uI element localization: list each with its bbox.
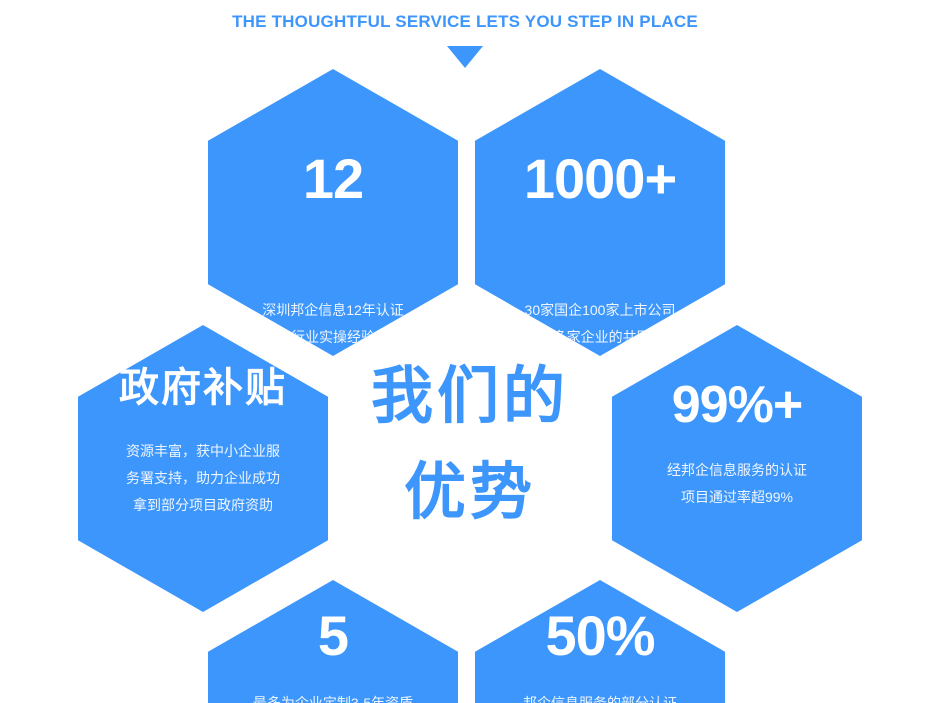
center-title-line2: 优势	[403, 458, 536, 527]
hex-cell-4-description: 经邦企信息服务的认证项目通过率超99%	[667, 462, 807, 505]
hex-cell-1-number: 12	[302, 147, 364, 210]
hex-cell-4-number: 99%+	[671, 376, 803, 434]
hex-cell-1: 12 深圳邦企信息12年认证行业实操经验	[208, 69, 458, 356]
hex-cell-6-number: 50%	[545, 604, 655, 667]
hex-cell-6: 50% 邦企信息服务的部分认证	[475, 580, 725, 703]
hex-cell-3-title: 政府补贴	[119, 366, 287, 410]
hex-cell-5-number: 5	[317, 604, 349, 667]
center-title: 我们的 优势	[340, 352, 600, 538]
triangle-down-icon	[447, 46, 483, 68]
page-headline: THE THOUGHTFUL SERVICE LETS YOU STEP IN …	[232, 12, 698, 31]
hex-cell-1-description: 深圳邦企信息12年认证行业实操经验	[262, 302, 404, 345]
hex-cell-5: 5 最多为企业定制3-5年资质	[208, 580, 458, 703]
hex-cell-4: 99%+ 经邦企信息服务的认证项目通过率超99%	[612, 325, 862, 612]
hex-cell-5-description: 最多为企业定制3-5年资质	[252, 695, 414, 703]
hex-cell-3-description: 资源丰富，获中小企业服务署支持，助力企业成功拿到部分项目政府资助	[126, 443, 280, 513]
center-title-line1: 我们的	[370, 362, 569, 431]
hex-cell-3: 政府补贴 资源丰富，获中小企业服务署支持，助力企业成功拿到部分项目政府资助	[78, 325, 328, 612]
hex-cell-6-description: 邦企信息服务的部分认证	[523, 695, 677, 703]
hex-cell-2-number: 1000+	[523, 147, 677, 210]
